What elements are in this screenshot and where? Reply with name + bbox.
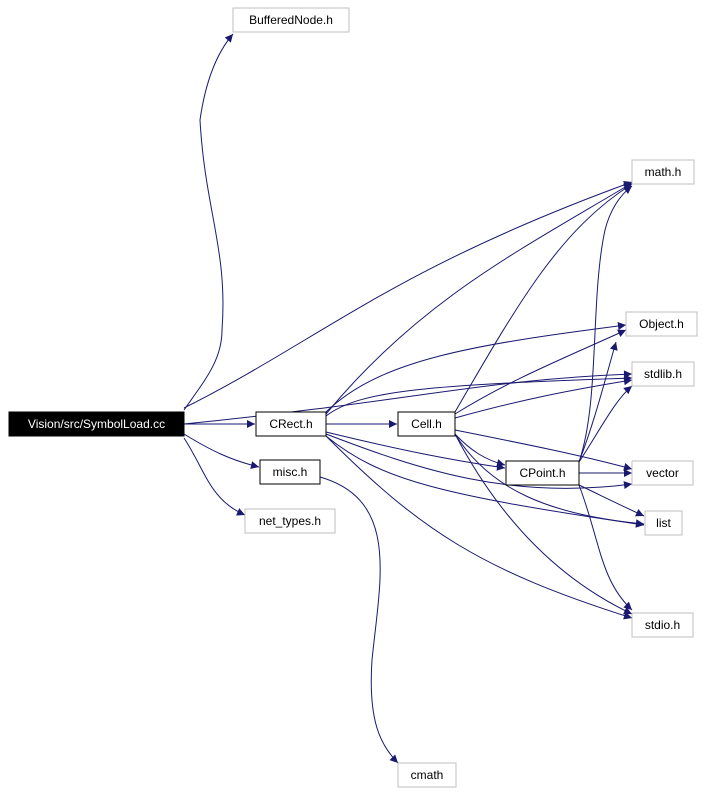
node-net-types[interactable]: net_types.h xyxy=(244,508,336,534)
node-root[interactable]: Vision/src/SymbolLoad.cc xyxy=(8,411,185,437)
node-stdio-label: stdio.h xyxy=(645,618,680,632)
edge-crect-to-stdlib xyxy=(325,374,633,417)
node-list[interactable]: list xyxy=(644,510,683,536)
edge-root-to-misc xyxy=(183,433,260,470)
edge-crect-to-cpoint xyxy=(325,431,506,471)
edge-cpoint-to-math xyxy=(578,185,633,463)
node-object-label: Object.h xyxy=(639,317,684,331)
node-buffered[interactable]: BufferedNode.h xyxy=(232,7,350,33)
edge-crect-to-object xyxy=(325,322,627,413)
node-misc-label: misc.h xyxy=(273,465,308,479)
edge-cell-to-math xyxy=(454,183,633,413)
node-stdio[interactable]: stdio.h xyxy=(631,612,694,638)
node-net-types-box xyxy=(244,508,336,534)
edge-misc-to-cmath xyxy=(319,476,399,764)
node-vector[interactable]: vector xyxy=(631,460,694,486)
node-stdio-box xyxy=(631,612,694,638)
node-buffered-box xyxy=(232,7,350,33)
node-misc-box xyxy=(259,459,321,485)
edge-cpoint-to-object xyxy=(578,341,618,463)
node-root-label: Vision/src/SymbolLoad.cc xyxy=(28,417,165,431)
edge-root-to-net-types xyxy=(183,437,246,516)
node-math-box xyxy=(631,159,695,185)
edge-cell-to-cpoint xyxy=(454,433,506,467)
edge-cell-to-list xyxy=(454,433,645,528)
edge-cell-to-object xyxy=(454,329,627,415)
edge-cell-to-stdlib xyxy=(454,377,633,419)
edge-cpoint-to-list xyxy=(578,484,645,517)
node-list-box xyxy=(644,510,683,536)
node-object-box xyxy=(625,311,698,337)
edge-cpoint-to-stdio xyxy=(578,484,633,611)
node-cpoint-box xyxy=(505,460,580,486)
node-buffered-label: BufferedNode.h xyxy=(249,13,333,27)
edge-cpoint-to-stdlib xyxy=(578,385,633,463)
node-cmath-box xyxy=(397,762,457,788)
edge-root-to-buffered xyxy=(183,33,234,411)
edge-crect-to-math xyxy=(325,182,633,415)
node-cell-label: Cell.h xyxy=(411,417,442,431)
node-stdlib[interactable]: stdlib.h xyxy=(631,361,695,387)
node-cpoint[interactable]: CPoint.h xyxy=(505,460,580,486)
edge-cell-to-stdio xyxy=(454,433,633,615)
node-net-types-label: net_types.h xyxy=(259,514,321,528)
node-misc[interactable]: misc.h xyxy=(259,459,321,485)
edge-crect-to-list xyxy=(325,435,645,528)
node-root-box xyxy=(8,411,185,437)
edge-cell-to-vector xyxy=(454,429,633,471)
node-cmath[interactable]: cmath xyxy=(397,762,457,788)
node-math-label: math.h xyxy=(645,165,682,179)
node-cpoint-label: CPoint.h xyxy=(519,466,565,480)
node-cmath-label: cmath xyxy=(411,768,444,782)
node-crect-box xyxy=(255,411,327,437)
node-stdlib-label: stdlib.h xyxy=(644,367,682,381)
node-object[interactable]: Object.h xyxy=(625,311,698,337)
node-stdlib-box xyxy=(631,361,695,387)
node-list-label: list xyxy=(656,516,671,530)
node-crect-label: CRect.h xyxy=(269,417,312,431)
node-vector-box xyxy=(631,460,694,486)
edge-crect-to-stdio xyxy=(325,435,633,620)
node-cell-box xyxy=(397,411,456,437)
node-math[interactable]: math.h xyxy=(631,159,695,185)
edge-root-to-math xyxy=(183,180,633,409)
node-cell[interactable]: Cell.h xyxy=(397,411,456,437)
node-vector-label: vector xyxy=(646,466,679,480)
node-crect[interactable]: CRect.h xyxy=(255,411,327,437)
